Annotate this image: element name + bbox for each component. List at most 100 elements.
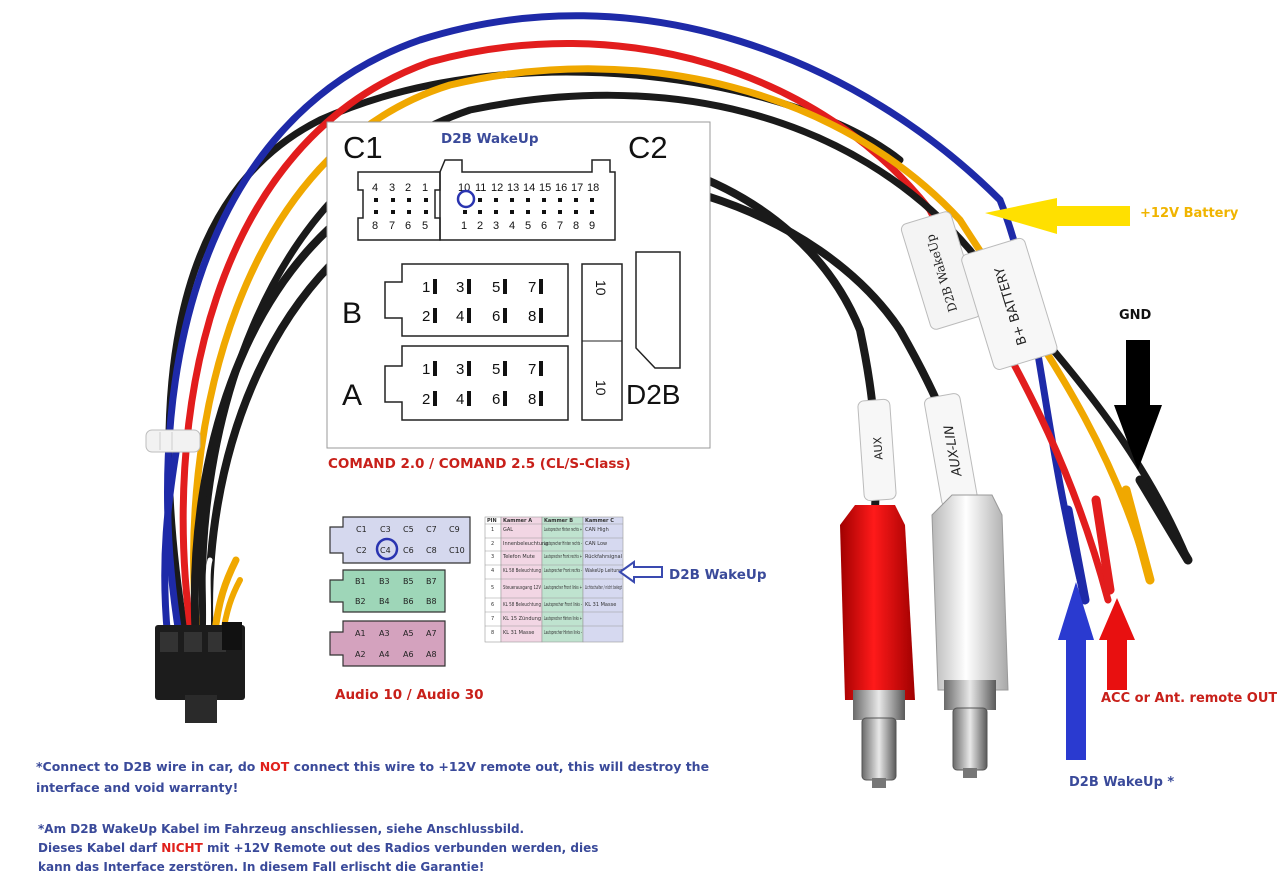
c2-pin-label: 3 — [493, 220, 499, 232]
svg-text:7: 7 — [528, 279, 536, 296]
audio-caption: Audio 10 / Audio 30 — [335, 687, 484, 703]
svg-text:Lautsprecher Front links +: Lautsprecher Front links + — [544, 585, 582, 591]
svg-text:C3: C3 — [380, 525, 391, 534]
svg-text:4: 4 — [491, 568, 494, 574]
svg-text:A1: A1 — [355, 629, 366, 638]
c2-pin-label: 14 — [523, 182, 535, 194]
c2-pin-label: 17 — [571, 182, 583, 194]
comand-diagram: C1 C2 D2B WakeUp 4 3 2 1 8 7 6 5 10 11 1… — [326, 121, 711, 449]
svg-text:1: 1 — [422, 279, 430, 296]
c2-pin-label: 4 — [509, 220, 515, 232]
note-de-line1: *Am D2B WakeUp Kabel im Fahrzeug anschli… — [38, 822, 525, 836]
svg-text:A6: A6 — [403, 650, 414, 659]
svg-text:6: 6 — [491, 602, 494, 608]
pin-table-header: PIN — [487, 518, 497, 524]
c1-pin-label: 7 — [389, 220, 395, 232]
svg-text:2: 2 — [422, 391, 430, 408]
side-pin-label: 10 — [593, 280, 609, 296]
svg-text:7: 7 — [491, 616, 494, 622]
arrow-hollow-d2b — [618, 560, 663, 584]
svg-text:Lautsprecher Hinten rechts +: Lautsprecher Hinten rechts + — [544, 527, 582, 533]
svg-text:C2: C2 — [356, 546, 367, 555]
audio-b-block — [329, 569, 446, 613]
c2-pin-dots — [463, 198, 594, 214]
note-english: *Connect to D2B wire in car, do NOT conn… — [36, 756, 736, 798]
svg-text:Lautsprecher Front rechts -: Lautsprecher Front rechts - — [544, 568, 582, 574]
c2-pin-label: 11 — [475, 182, 486, 194]
d2b-pin-highlight — [456, 189, 476, 209]
audio-a-block — [329, 620, 446, 667]
svg-text:Lautsprecher Hinten rechts -: Lautsprecher Hinten rechts - — [544, 541, 582, 547]
svg-text:WakeUp Leitung: WakeUp Leitung — [585, 568, 622, 574]
gnd-label: GND — [1119, 308, 1152, 323]
c1-pin-label: 8 — [372, 220, 378, 232]
d2b-connector — [635, 251, 681, 369]
svg-text:B5: B5 — [403, 577, 414, 586]
svg-text:Lautsprecher Front links -: Lautsprecher Front links - — [544, 602, 582, 608]
svg-text:6: 6 — [492, 308, 500, 325]
svg-text:B8: B8 — [426, 597, 437, 606]
block-b-connector — [384, 263, 569, 337]
svg-text:C7: C7 — [426, 525, 437, 534]
d2b-wakeup-bottom-label: D2B WakeUp * — [1069, 775, 1174, 790]
block-a-pins: 1 3 5 7 2 4 6 8 — [422, 361, 536, 408]
svg-text:5: 5 — [492, 279, 500, 296]
svg-text:2: 2 — [422, 308, 430, 325]
svg-text:2: 2 — [491, 541, 494, 547]
pin-table-header: Kammer A — [503, 518, 532, 524]
block-a-connector — [384, 345, 569, 421]
c1-pin-label: 1 — [422, 182, 428, 194]
c2-pin-label: 9 — [589, 220, 595, 232]
svg-text:C1: C1 — [356, 525, 367, 534]
audio-d2b-pin-highlight — [375, 537, 399, 561]
svg-text:Innenbeleuchtung: Innenbeleuchtung — [503, 541, 548, 547]
d2b-label: D2B — [626, 379, 680, 410]
svg-text:C8: C8 — [426, 546, 437, 555]
c2-pin-label: 13 — [507, 182, 519, 194]
tag-aux-r: AUX — [857, 398, 897, 502]
rca-plug-red — [840, 505, 915, 788]
svg-text:5: 5 — [491, 585, 494, 591]
svg-text:8: 8 — [528, 391, 536, 408]
svg-text:C4: C4 — [380, 546, 391, 555]
block-a-label: A — [342, 379, 362, 412]
svg-text:KL 31 Masse: KL 31 Masse — [585, 602, 616, 608]
arrow-red-acc — [1099, 598, 1135, 690]
note-de-line3: kann das Interface zerstören. In diesem … — [38, 860, 485, 874]
comand-c1-label: C1 — [343, 130, 383, 165]
tag-aux-r-text: AUX — [871, 436, 886, 460]
note-de-line2: Dieses Kabel darf NICHT mit +12V Remote … — [38, 841, 599, 855]
block-b-pins: 1 3 5 7 2 4 6 8 — [422, 279, 536, 325]
note-german: *Am D2B WakeUp Kabel im Fahrzeug anschli… — [38, 820, 698, 877]
svg-text:A8: A8 — [426, 650, 437, 659]
svg-text:4: 4 — [456, 308, 464, 325]
c1-pins-top: 4 3 2 1 8 7 6 5 — [372, 182, 428, 232]
svg-text:3: 3 — [456, 361, 464, 378]
acc-label: ACC or Ant. remote OUT — [1101, 691, 1277, 706]
svg-text:5: 5 — [492, 361, 500, 378]
c2-pin-label: 1 — [461, 220, 467, 232]
harness-connector — [155, 622, 245, 723]
c1-pin-label: 4 — [372, 182, 378, 194]
c2-pin-label: 16 — [555, 182, 567, 194]
svg-text:Telefon Mute: Telefon Mute — [502, 554, 535, 560]
svg-text:KL 31 Masse: KL 31 Masse — [503, 630, 534, 636]
svg-text:Lautsprecher Front rechts +: Lautsprecher Front rechts + — [544, 554, 582, 560]
tag-battery: B+ BATTERY — [961, 237, 1058, 370]
svg-text:8: 8 — [491, 630, 494, 636]
svg-text:B4: B4 — [379, 597, 390, 606]
wire-yellow-main — [190, 65, 1154, 644]
c1-pin-label: 6 — [405, 220, 411, 232]
svg-text:1: 1 — [422, 361, 430, 378]
note-en-line2: interface and void warranty! — [36, 780, 239, 795]
svg-text:B7: B7 — [426, 577, 437, 586]
svg-text:KL 15 Zündung: KL 15 Zündung — [503, 616, 541, 622]
arrow-black-gnd — [1114, 340, 1162, 470]
svg-text:A7: A7 — [426, 629, 437, 638]
svg-text:KL 58 Beleuchtung: KL 58 Beleuchtung — [503, 568, 541, 574]
c2-pin-label: 5 — [525, 220, 531, 232]
svg-text:Lautsprecher Hinten links +: Lautsprecher Hinten links + — [544, 616, 582, 622]
comand-d2b-wakeup-label: D2B WakeUp — [441, 131, 539, 147]
svg-text:Steuerausgang 12V: Steuerausgang 12V — [503, 585, 541, 591]
